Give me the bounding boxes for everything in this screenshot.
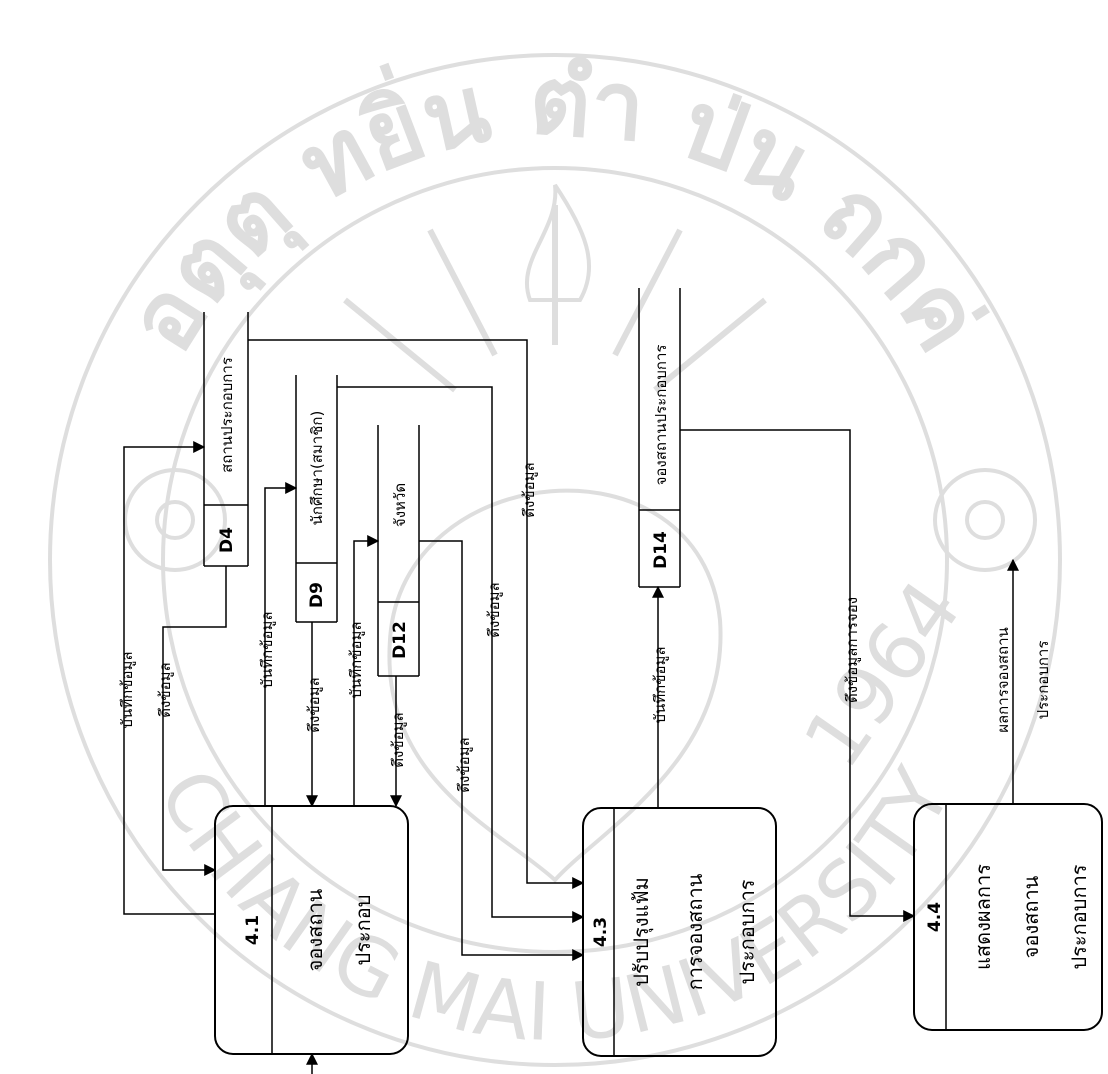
data-store-d9[interactable]	[296, 375, 337, 622]
store-d14-id: D14	[651, 531, 671, 569]
label-44-output-line1: ผลการจองสถาน	[994, 627, 1012, 733]
process-4-3[interactable]	[583, 808, 776, 1056]
process-4-1-line2: ประกอบ	[351, 895, 375, 966]
flow-d12-to-43[interactable]	[419, 541, 585, 961]
seal-outer-ring	[48, 53, 1062, 1067]
process-4-1-line1: จองสถาน	[303, 888, 327, 971]
seal-inner-ring	[161, 166, 949, 954]
label-d4-to-41: ดึงข้อมูล	[156, 662, 174, 717]
label-44-output-line2: ประกอบการ	[1034, 641, 1052, 720]
store-d14-name: จองสถานประกอบการ	[652, 345, 670, 486]
process-4-1-id: 4.1	[243, 915, 263, 945]
label-d4-to-43: ดึงข้อมูล	[520, 462, 538, 517]
flow-41-to-d4[interactable]	[124, 441, 215, 914]
store-d9-name: นักศึกษา(สมาชิก)	[308, 411, 326, 526]
flow-d4-to-41[interactable]	[163, 566, 226, 876]
label-41-to-d9: บันทึกข้อมูล	[258, 611, 276, 688]
flower-right-icon	[933, 468, 1037, 572]
data-store-d4[interactable]	[204, 312, 248, 566]
label-d9-to-41: ดึงข้อมูล	[305, 677, 323, 732]
flow-d4-to-43[interactable]	[248, 340, 585, 889]
watermark-year: 1964	[786, 564, 979, 784]
store-d12-id: D12	[390, 621, 410, 659]
label-d12-to-43: ดึงข้อมูล	[455, 737, 473, 792]
process-4-3-line2: การจองสถาน	[683, 873, 707, 990]
process-4-4-line3: ประกอบการ	[1067, 864, 1091, 969]
data-store-d12[interactable]	[378, 425, 419, 676]
process-4-3-line3: ประกอบการ	[735, 879, 759, 984]
flower-left-icon	[123, 468, 227, 572]
process-4-3-id: 4.3	[591, 917, 611, 947]
label-d14-to-44: ดึงข้อมูลการจอง	[843, 597, 861, 703]
store-d12-name: จังหวัด	[391, 483, 409, 527]
store-d4-id: D4	[217, 527, 237, 553]
label-d12-to-41: ดึงข้อมูล	[389, 712, 407, 767]
store-d4-name: สถานประกอบการ	[218, 357, 236, 473]
label-41-to-d4: บันทึกข้อมูล	[118, 651, 136, 728]
label-41-to-d12: บันทึกข้อมูล	[347, 621, 365, 698]
university-seal-watermark	[48, 53, 1062, 1067]
flow-d14-to-44[interactable]	[680, 430, 916, 922]
process-4-4-id: 4.4	[925, 902, 945, 932]
label-d9-to-43: ดึงข้อมูล	[485, 582, 503, 637]
process-4-3-line1: ปรับปรุงแฟ้ม	[629, 877, 654, 987]
flow-41-to-d9[interactable]	[265, 482, 298, 806]
flow-41-to-d12[interactable]	[354, 535, 380, 806]
seal-sun-rays	[345, 205, 765, 390]
torch-flame-icon	[527, 185, 589, 300]
process-4-4-line2: จองสถาน	[1019, 875, 1043, 958]
process-4-4-line1: แสดงผลการ	[971, 864, 995, 970]
flow-d9-to-43[interactable]	[337, 387, 585, 923]
store-d9-id: D9	[307, 582, 327, 608]
label-43-to-d14: บันทึกข้อมูล	[651, 646, 669, 723]
